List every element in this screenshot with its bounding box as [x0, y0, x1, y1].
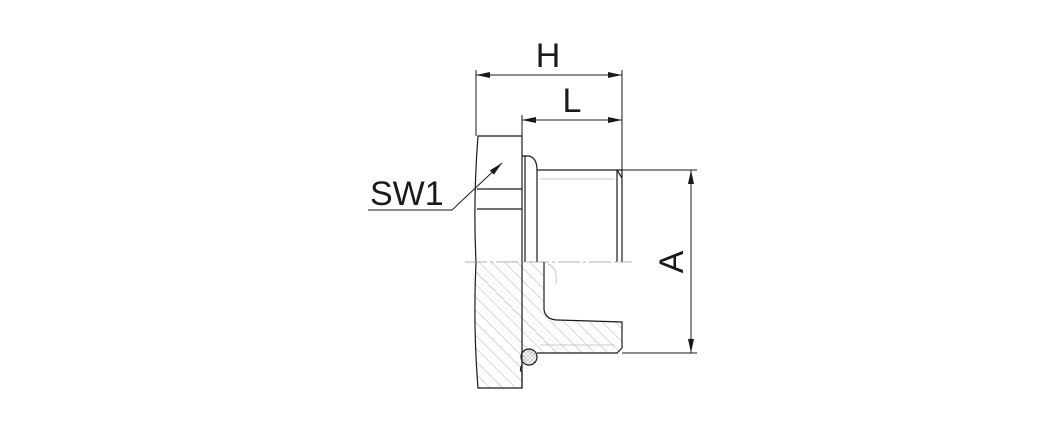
label-l: L: [563, 82, 582, 120]
collar-fillet: [525, 155, 538, 262]
bore: [537, 262, 623, 354]
o-ring-groove: [519, 364, 523, 388]
hex-head: [474, 135, 523, 389]
label-a: A: [653, 250, 691, 273]
sw1-leader: [368, 162, 503, 211]
bore-hidden-arc: [547, 263, 557, 285]
label-h: H: [536, 37, 561, 75]
label-sw1: SW1: [370, 175, 444, 213]
thread-chamfer: [616, 169, 623, 179]
section-hatch: [475, 262, 622, 388]
thread-body: [537, 169, 623, 262]
o-ring: [520, 348, 538, 366]
